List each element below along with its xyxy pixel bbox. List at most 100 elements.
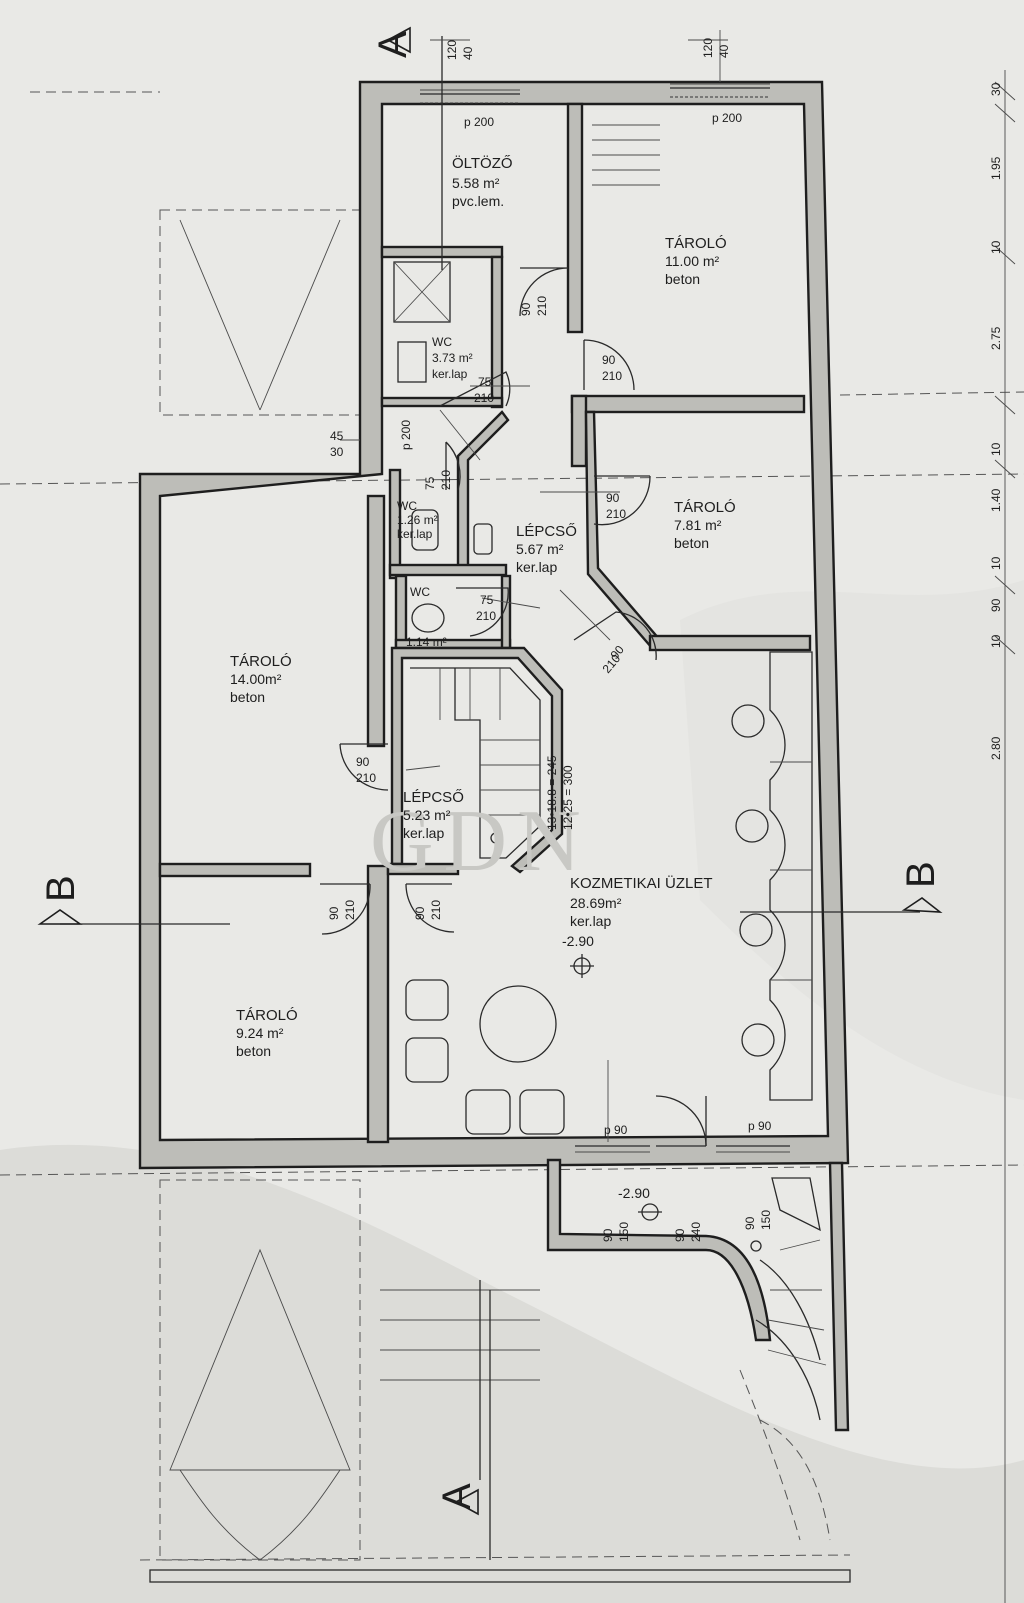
room-area: 7.81 m²	[674, 517, 722, 533]
room-floor: ker.lap	[397, 527, 433, 541]
stair-formula: 13•18.8 = 245	[545, 755, 559, 830]
entrance-spiral-stair	[739, 1177, 831, 1541]
dim-label: 2.80	[989, 736, 1003, 760]
watermark-text: GDN	[370, 793, 591, 890]
spiral-stair-lepcso	[410, 667, 541, 859]
shower-tray	[393, 261, 451, 323]
section-marker-a-top: A	[371, 26, 415, 58]
door-label-d5: 90 210	[606, 491, 626, 521]
dim-label: 90	[673, 1228, 687, 1242]
door-height: 210	[474, 391, 494, 405]
dim-label: 10	[989, 442, 1003, 456]
room-area: 28.69m²	[570, 895, 622, 911]
room-tarolo-sw: TÁROLÓ 9.24 m² beton	[236, 1007, 298, 1059]
dimension-chain-top	[340, 30, 728, 441]
section-label-b: B	[39, 875, 83, 902]
section-cut-lines	[60, 36, 920, 1480]
door-height: 210	[429, 900, 443, 920]
room-floor: ker.lap	[570, 913, 611, 929]
room-name: TÁROLÓ	[674, 499, 736, 516]
door-height: 210	[439, 470, 453, 490]
room-name: ÖLTÖZŐ	[452, 154, 513, 172]
level-value: -2.90	[562, 933, 594, 949]
dim-label: 2.75	[989, 326, 1003, 350]
room-name: WC	[432, 335, 452, 349]
sink-icon	[473, 523, 493, 555]
salon-furniture	[405, 651, 813, 1135]
ref-line	[839, 391, 1024, 396]
sink-icon	[397, 341, 427, 383]
room-floor: pvc.lem.	[452, 193, 504, 209]
room-area: 3.73 m²	[432, 351, 473, 365]
parapet-label: p 200	[399, 420, 413, 450]
dim-label: 40	[717, 44, 731, 58]
room-area: 1.14 m²	[406, 635, 447, 649]
door-height: 210	[356, 771, 376, 785]
shadow-area-right	[680, 580, 1024, 1100]
door-width: 90	[606, 491, 620, 505]
room-floor: beton	[236, 1043, 271, 1059]
dim-label: 120	[701, 38, 715, 58]
room-name: TÁROLÓ	[665, 235, 727, 252]
room-floor: beton	[230, 689, 265, 705]
door-label-d8: 90 210	[356, 755, 376, 785]
room-floor: beton	[665, 271, 700, 287]
room-area: 11.00 m²	[665, 253, 720, 269]
section-marker-b-left: B	[37, 875, 83, 925]
dimension-chain-right	[994, 70, 1016, 1603]
room-oltozo: ÖLTÖZŐ 5.58 m² pvc.lem.	[452, 154, 513, 209]
room-floor: ker.lap	[432, 367, 468, 381]
door-height: 210	[343, 900, 357, 920]
door-label-d1: 90 210	[519, 296, 549, 316]
dim-label: 150	[617, 1222, 631, 1242]
dim-label: 150	[759, 1210, 773, 1230]
room-tarolo-ne: TÁROLÓ 11.00 m² beton	[665, 235, 727, 287]
dim-label: 90	[601, 1228, 615, 1242]
room-name: WC	[410, 585, 430, 599]
dim-label: 90	[989, 598, 1003, 612]
toilet-icon	[411, 509, 439, 551]
room-name: WC	[397, 499, 417, 513]
ref-line	[0, 473, 1024, 485]
room-name: LÉPCSŐ	[516, 523, 577, 540]
door-width: 90	[602, 353, 616, 367]
windows	[420, 83, 790, 1153]
door-width: 90	[327, 906, 341, 920]
outdoor-area-west	[159, 209, 361, 416]
parapet-label: p 90	[604, 1123, 628, 1137]
section-label-b: B	[899, 861, 943, 888]
dim-label: 90	[743, 1216, 757, 1230]
door-width: 90	[413, 906, 427, 920]
door-label-d9: 90 210	[327, 900, 357, 920]
dim-label: 30	[989, 82, 1003, 96]
door-label-d2: 90 210	[602, 353, 622, 383]
room-floor: ker.lap	[403, 825, 444, 841]
room-area: 14.00m²	[230, 671, 282, 687]
parapet-label: p 200	[712, 111, 742, 125]
toilet-icon	[411, 603, 445, 633]
dim-label: 10	[989, 240, 1003, 254]
room-uzlet: KOZMETIKAI ÜZLET 28.69m² ker.lap -2.90	[562, 874, 713, 949]
door-swings	[320, 267, 707, 1147]
door-height: 210	[602, 369, 622, 383]
outdoor-area-south	[139, 1179, 851, 1583]
section-marker-b-right: B	[899, 861, 943, 913]
door-label-d6: 75 210	[476, 593, 496, 623]
room-tarolo-w: TÁROLÓ 14.00m² beton	[230, 653, 292, 705]
room-area: 5.58 m²	[452, 175, 500, 191]
door-height: 210	[476, 609, 496, 623]
dim-label: 1.40	[989, 488, 1003, 512]
level-marker	[570, 954, 762, 1252]
section-label-a: A	[371, 31, 415, 58]
dim-label: 240	[689, 1222, 703, 1242]
room-area: 5.23 m²	[403, 807, 451, 823]
dim-label: 1.95	[989, 156, 1003, 180]
room-area: 1.26 m²	[397, 513, 438, 527]
room-lepcso2: LÉPCSŐ 5.23 m² ker.lap	[403, 789, 464, 841]
section-label-a: A	[435, 1483, 479, 1510]
room-floor: beton	[674, 535, 709, 551]
stair-hatching	[592, 124, 660, 186]
room-area: 9.24 m²	[236, 1025, 284, 1041]
room-lepcso1: LÉPCSŐ 5.67 m² ker.lap	[516, 523, 577, 575]
